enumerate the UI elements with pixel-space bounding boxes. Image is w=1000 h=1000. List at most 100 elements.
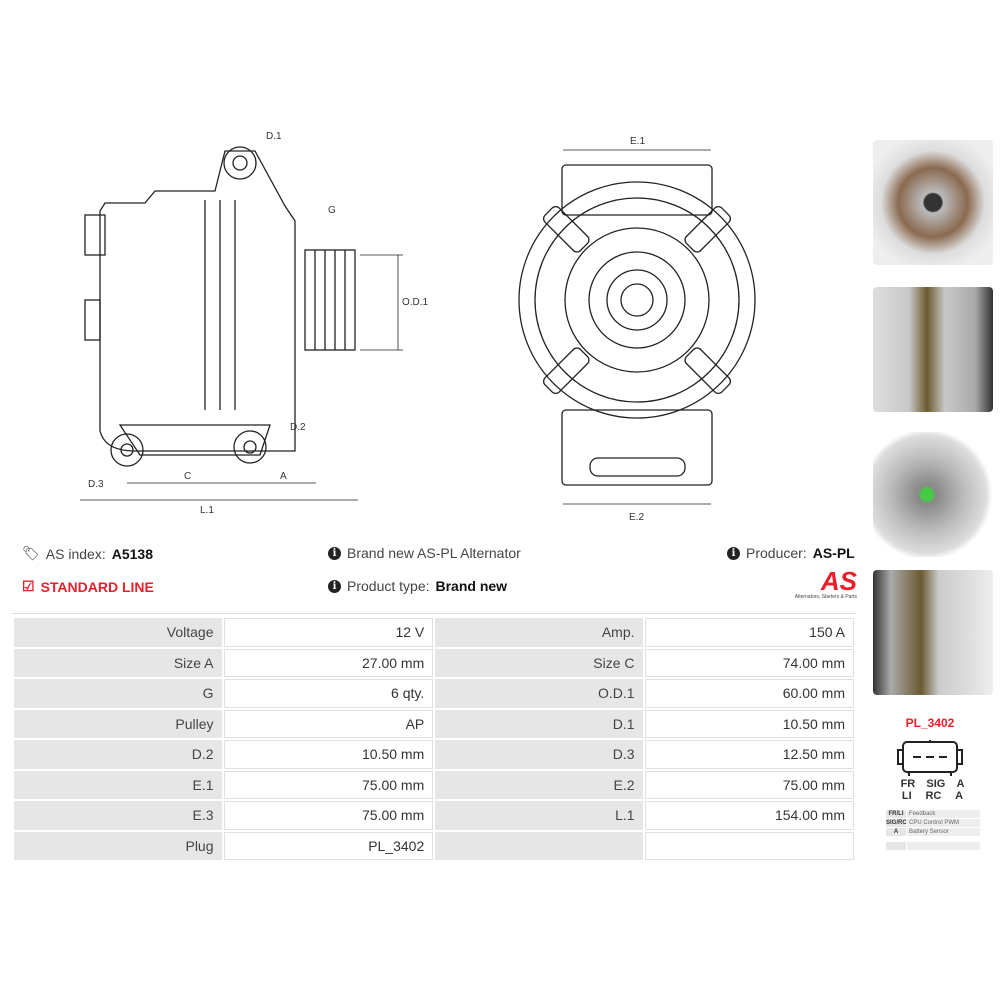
- spec-label: Size A: [14, 648, 222, 677]
- spec-value: 60.00 mm: [644, 679, 854, 708]
- product-photo-angle[interactable]: [873, 570, 993, 695]
- spec-value: 10.50 mm: [223, 740, 434, 769]
- spec-value: 12.50 mm: [644, 740, 854, 769]
- divider: [12, 613, 856, 614]
- label-d3: D.3: [88, 479, 104, 490]
- spec-value: [644, 831, 854, 860]
- as-index-value: A5138: [111, 545, 153, 562]
- plug-pin-label: A: [955, 790, 964, 802]
- spec-label: E.3: [14, 801, 222, 830]
- plug-pin-label: LI: [901, 790, 912, 802]
- pin-function: [907, 842, 980, 850]
- plug-name: PL_3402: [905, 716, 955, 730]
- label-g: G: [328, 205, 336, 216]
- spec-value: 10.50 mm: [644, 709, 854, 738]
- tags-icon: 🏷: [22, 545, 40, 561]
- as-logo: AS Alternators, Starters & Parts: [772, 568, 857, 600]
- spec-label: Amp.: [435, 618, 643, 647]
- spec-value: 154.00 mm: [644, 801, 854, 830]
- standard-line: ☑ STANDARD LINE: [22, 578, 154, 595]
- description-text: Brand new AS-PL Alternator: [347, 545, 521, 561]
- pin-code: [886, 842, 906, 850]
- spec-label: Voltage: [14, 618, 222, 647]
- spec-value: 75.00 mm: [644, 770, 854, 799]
- checkbox-icon: ☑: [22, 578, 35, 594]
- product-type-value: Brand new: [435, 578, 508, 594]
- side-view-drawing: D.1 G O.D.1 D.2 D.3 C A L.1: [80, 131, 429, 516]
- spec-label: Plug: [14, 831, 222, 860]
- as-index-label: AS index:: [45, 545, 106, 562]
- product-photo-rear[interactable]: [873, 432, 993, 557]
- spec-label: D.1: [435, 709, 643, 738]
- label-d1: D.1: [266, 131, 282, 142]
- logo-tagline: Alternators, Starters & Parts: [794, 594, 857, 600]
- product-type: i Product type: Brand new: [328, 578, 507, 594]
- product-photo-side[interactable]: [873, 287, 993, 412]
- spec-label: D.2: [14, 740, 222, 769]
- producer-label: Producer:: [746, 545, 807, 561]
- label-c: C: [184, 471, 191, 482]
- spec-label: L.1: [435, 801, 643, 830]
- pin-code: FR/LI: [886, 810, 906, 818]
- logo-mark: AS: [820, 566, 857, 596]
- pin-code: A: [886, 828, 906, 836]
- spec-value: 74.00 mm: [644, 648, 854, 677]
- spec-value: AP: [223, 709, 434, 738]
- label-d2: D.2: [290, 422, 306, 433]
- spec-value: 27.00 mm: [223, 648, 434, 677]
- as-index: 🏷 AS index: A5138: [22, 545, 153, 562]
- label-od1: O.D.1: [402, 297, 429, 308]
- product-type-label: Product type:: [347, 578, 430, 594]
- producer: i Producer: AS-PL: [727, 545, 855, 561]
- info-icon: i: [328, 579, 341, 593]
- spec-value: 6 qty.: [223, 679, 434, 708]
- pin-function: CPU Control PWM: [907, 819, 980, 827]
- spec-label: D.3: [435, 740, 643, 769]
- plug-pin-label: RC: [925, 790, 942, 802]
- pin-function: Feedback: [907, 810, 980, 818]
- spec-label: E.1: [14, 770, 222, 799]
- standard-line-label: STANDARD LINE: [40, 578, 154, 595]
- label-e1: E.1: [630, 136, 645, 147]
- plug-connector-icon: [897, 740, 963, 776]
- plug-legend-row: [886, 842, 980, 850]
- pin-function: Battery Sensor: [907, 828, 980, 836]
- spec-label: Size C: [435, 648, 643, 677]
- product-photo-front[interactable]: [873, 140, 993, 265]
- plug-pin-label: FR: [900, 778, 916, 790]
- front-view-drawing: E.1 E.2: [518, 136, 756, 523]
- spec-value: 150 A: [644, 618, 854, 647]
- spec-value: 75.00 mm: [223, 801, 434, 830]
- spec-value: 12 V: [223, 618, 434, 647]
- producer-value: AS-PL: [812, 545, 855, 561]
- spec-label: G: [14, 679, 222, 708]
- pin-code: SIG/RC: [886, 819, 907, 827]
- spec-label: Pulley: [14, 709, 222, 738]
- spec-label: E.2: [435, 770, 643, 799]
- spec-value: PL_3402: [223, 831, 434, 860]
- spec-label: [435, 831, 643, 860]
- label-e2: E.2: [629, 512, 644, 523]
- info-icon: i: [727, 546, 740, 560]
- label-a: A: [280, 471, 287, 482]
- info-icon: i: [328, 546, 341, 560]
- plug-pins-bottom: LI RC A: [895, 790, 970, 802]
- plug-pin-label: SIG: [926, 778, 946, 790]
- label-l1: L.1: [200, 505, 214, 516]
- spec-label: O.D.1: [435, 679, 643, 708]
- spec-value: 75.00 mm: [223, 770, 434, 799]
